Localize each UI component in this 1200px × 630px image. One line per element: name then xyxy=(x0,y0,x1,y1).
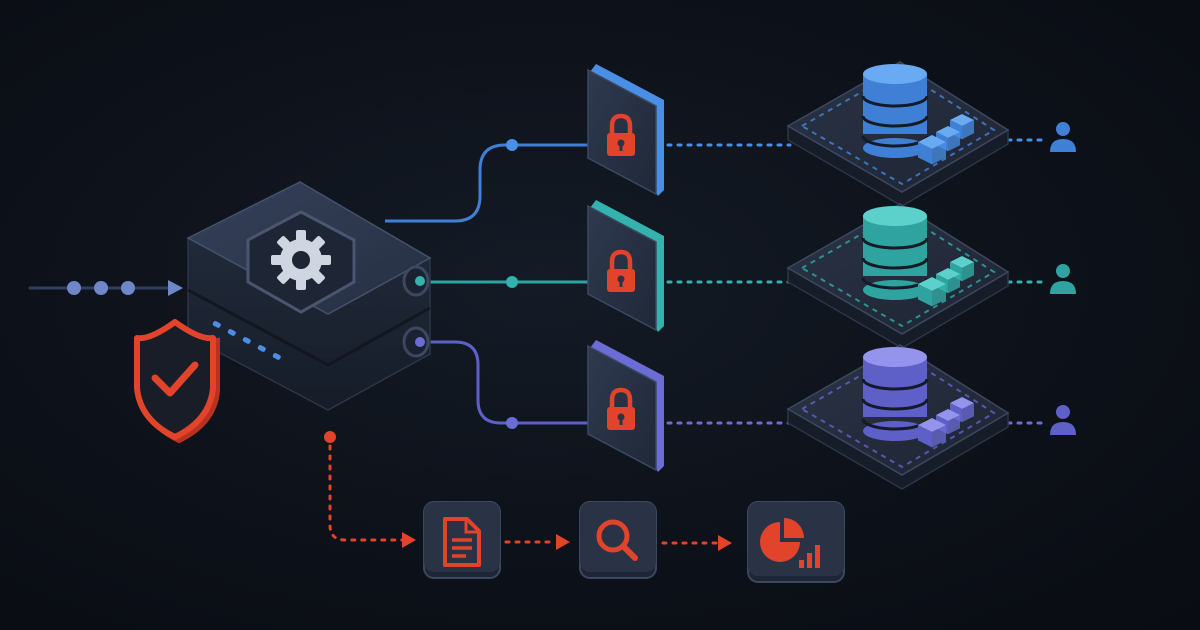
ingress-dot xyxy=(67,281,81,295)
audit-tile-analytics xyxy=(747,501,845,583)
link-node-blue xyxy=(506,139,518,151)
audit-link-down xyxy=(328,444,404,542)
cubes-icon xyxy=(918,397,974,448)
platform-blue xyxy=(786,61,1010,207)
link-blue xyxy=(385,143,588,223)
lock-tile-purple xyxy=(587,340,664,472)
user-icon xyxy=(1050,405,1076,435)
database-icon xyxy=(861,206,929,300)
users xyxy=(1050,122,1076,435)
status-lights xyxy=(212,321,281,360)
audit-tile-log xyxy=(423,501,501,579)
lock-icon xyxy=(607,249,635,292)
pie-bar-chart-icon xyxy=(760,518,820,568)
platform-boundary xyxy=(799,210,996,328)
audit-tap-node xyxy=(324,431,336,443)
lock-icon xyxy=(607,113,635,156)
status-light xyxy=(212,321,221,328)
cubes-icon xyxy=(918,256,974,307)
audit-tile-inspect xyxy=(579,501,657,579)
user-icon xyxy=(1050,264,1076,294)
status-light xyxy=(242,337,251,344)
user-icon xyxy=(1050,122,1076,152)
database-icon xyxy=(861,347,929,441)
ingress-dot xyxy=(94,281,108,295)
arrow-right-icon xyxy=(556,534,570,550)
lock-tile-teal xyxy=(587,200,664,332)
platform-purple xyxy=(786,344,1010,490)
audit-links xyxy=(324,431,732,551)
link-node-teal xyxy=(506,276,518,288)
audit-pipeline xyxy=(423,501,845,583)
magnifier-icon xyxy=(596,519,638,561)
gateway-box xyxy=(186,181,432,411)
link-node-purple xyxy=(506,417,518,429)
status-light xyxy=(272,353,281,360)
status-light xyxy=(257,345,266,352)
platform-boundary xyxy=(799,351,996,469)
arrow-right-icon xyxy=(402,532,416,548)
platform-teal xyxy=(786,203,1010,349)
database-icon xyxy=(861,64,929,158)
port-teal xyxy=(402,265,430,297)
cubes-icon xyxy=(918,114,974,165)
ingress-stream xyxy=(28,280,183,296)
arrow-right-icon xyxy=(168,280,183,296)
document-icon xyxy=(443,517,481,567)
ingress-dot xyxy=(121,281,135,295)
link-purple xyxy=(430,340,588,425)
status-light xyxy=(227,329,236,336)
lock-tiles xyxy=(587,64,664,472)
arrow-right-icon xyxy=(718,535,732,551)
lock-tile-blue xyxy=(587,64,664,196)
gear-icon xyxy=(271,230,331,290)
platform-boundary xyxy=(799,68,996,186)
lock-icon xyxy=(607,387,635,430)
data-platforms xyxy=(786,61,1010,490)
port-purple xyxy=(402,326,430,358)
shield-check-icon xyxy=(134,319,220,444)
channel-links xyxy=(385,138,1047,429)
